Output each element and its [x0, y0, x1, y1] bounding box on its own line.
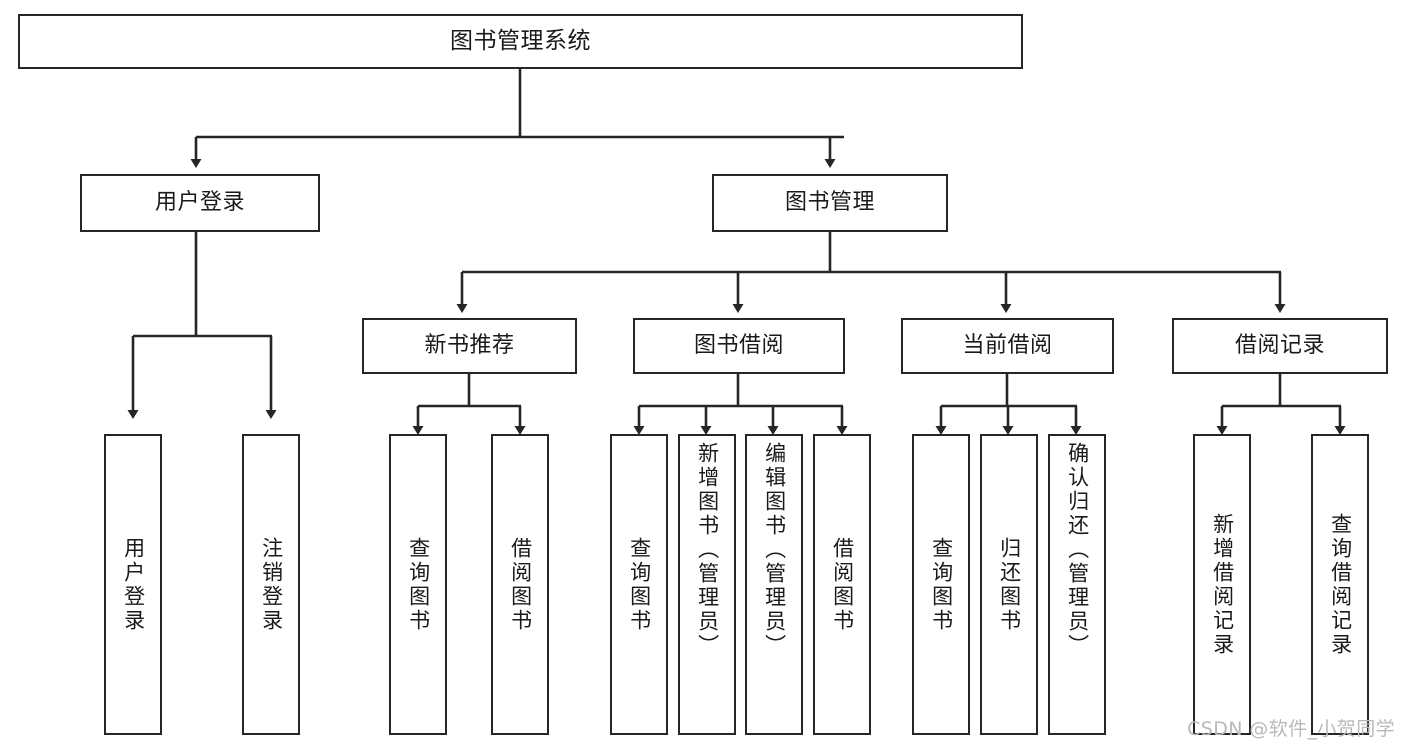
leaf-records-query-record[interactable]: 查询借阅记录: [1311, 434, 1369, 735]
leaf-bookborrow-add-book-label: 新增图书（管理员）: [695, 442, 720, 658]
leaf-bookborrow-edit-book[interactable]: 编辑图书（管理员）: [745, 434, 803, 735]
watermark: CSDN @软件_小贺同学: [1187, 718, 1395, 740]
leaf-newbook-borrow-book[interactable]: 借阅图书: [491, 434, 549, 735]
leaf-user-login-label: 用户登录: [121, 536, 146, 633]
leaf-currentborrow-confirm-return-label: 确认归还（管理员）: [1065, 442, 1090, 658]
leaf-bookborrow-query-book-label: 查询图书: [627, 536, 652, 633]
node-new-book-recommend-label: 新书推荐: [424, 332, 515, 358]
node-current-borrow-label: 当前借阅: [962, 332, 1053, 358]
node-user-login-label: 用户登录: [154, 189, 245, 215]
leaf-bookborrow-edit-book-label: 编辑图书（管理员）: [762, 442, 787, 658]
node-borrow-records[interactable]: 借阅记录: [1172, 318, 1388, 374]
leaf-newbook-query-book[interactable]: 查询图书: [389, 434, 447, 735]
leaf-newbook-borrow-book-label: 借阅图书: [508, 536, 533, 633]
node-book-borrow[interactable]: 图书借阅: [633, 318, 845, 374]
node-new-book-recommend[interactable]: 新书推荐: [362, 318, 577, 374]
node-book-manage-label: 图书管理: [784, 189, 875, 215]
leaf-bookborrow-borrow-book[interactable]: 借阅图书: [813, 434, 871, 735]
node-root-label: 图书管理系统: [450, 27, 591, 54]
node-borrow-records-label: 借阅记录: [1234, 332, 1325, 358]
leaf-newbook-query-book-label: 查询图书: [406, 536, 431, 633]
leaf-records-add-record[interactable]: 新增借阅记录: [1193, 434, 1251, 735]
node-root[interactable]: 图书管理系统: [18, 14, 1023, 69]
node-user-login[interactable]: 用户登录: [80, 174, 320, 232]
leaf-currentborrow-query-book[interactable]: 查询图书: [912, 434, 970, 735]
leaf-logout[interactable]: 注销登录: [242, 434, 300, 735]
leaf-records-add-record-label: 新增借阅记录: [1210, 512, 1235, 657]
leaf-records-query-record-label: 查询借阅记录: [1328, 512, 1353, 657]
leaf-currentborrow-return-book[interactable]: 归还图书: [980, 434, 1038, 735]
leaf-currentborrow-confirm-return[interactable]: 确认归还（管理员）: [1048, 434, 1106, 735]
leaf-currentborrow-return-book-label: 归还图书: [997, 536, 1022, 633]
node-book-manage[interactable]: 图书管理: [712, 174, 948, 232]
node-book-borrow-label: 图书借阅: [693, 332, 784, 358]
leaf-currentborrow-query-book-label: 查询图书: [929, 536, 954, 633]
leaf-bookborrow-borrow-book-label: 借阅图书: [830, 536, 855, 633]
leaf-logout-label: 注销登录: [259, 536, 284, 633]
leaf-bookborrow-query-book[interactable]: 查询图书: [610, 434, 668, 735]
node-current-borrow[interactable]: 当前借阅: [901, 318, 1114, 374]
leaf-bookborrow-add-book[interactable]: 新增图书（管理员）: [678, 434, 736, 735]
leaf-user-login[interactable]: 用户登录: [104, 434, 162, 735]
